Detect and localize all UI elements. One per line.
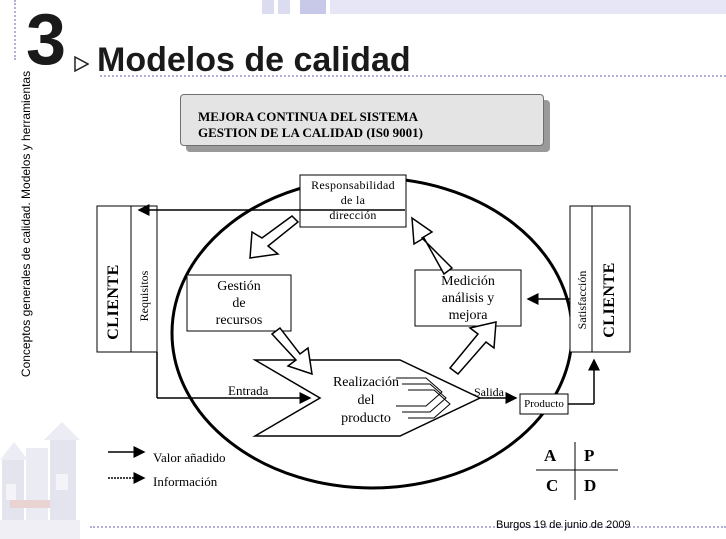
realizacion-label: Realización del producto bbox=[332, 375, 400, 426]
producto-label: Producto bbox=[524, 398, 564, 410]
corner-block-2 bbox=[278, 0, 290, 14]
arrow-resp-to-gestion bbox=[249, 215, 300, 259]
play-triangle-icon bbox=[74, 56, 89, 72]
header-dotted-rule bbox=[100, 75, 726, 77]
footer-date: Burgos 19 de junio de 2009 bbox=[496, 519, 631, 531]
realizacion-chevron bbox=[252, 359, 482, 437]
legend-informacion-label: Información bbox=[153, 474, 218, 489]
title-box bbox=[180, 94, 544, 146]
entrada-label: Entrada bbox=[228, 383, 269, 398]
responsabilidad-label: Responsabilidad de la dirección bbox=[311, 178, 395, 222]
building-logo-image bbox=[0, 422, 80, 539]
footer-dotted-rule bbox=[90, 526, 726, 528]
corner-block-3 bbox=[300, 0, 326, 14]
left-dotted-rule bbox=[14, 0, 16, 60]
title-line-2: GESTION DE LA CALIDAD (IS0 9001) bbox=[198, 125, 424, 140]
corner-block-1 bbox=[262, 0, 274, 14]
satisfaccion-label: Satisfacción bbox=[575, 270, 589, 330]
page-title: Modelos de calidad bbox=[97, 41, 411, 79]
section-number: 3 bbox=[26, 0, 67, 80]
medicion-label: Medición análisis y mejora bbox=[441, 274, 495, 323]
salida-label: Salida bbox=[474, 385, 504, 399]
client-right-box bbox=[569, 205, 631, 353]
title-line-1: MEJORA CONTINUA DEL SISTEMA bbox=[198, 109, 418, 124]
legend-valor-label: Valor añadido bbox=[153, 450, 226, 465]
requisitos-label: Requisitos bbox=[137, 270, 151, 322]
medicion-box bbox=[414, 269, 522, 327]
cliente-left-label: CLIENTE bbox=[105, 264, 122, 340]
arrow-realizacion-to-medicion bbox=[448, 321, 497, 376]
pdca-a: A bbox=[544, 446, 557, 465]
gestion-label: Gestión de recursos bbox=[215, 279, 263, 328]
cliente-right-label: CLIENTE bbox=[601, 262, 618, 338]
client-left-box bbox=[96, 205, 158, 353]
gestion-box bbox=[186, 274, 292, 332]
responsabilidad-box bbox=[299, 174, 407, 228]
pdca-d: D bbox=[584, 476, 597, 495]
arrow-medicion-to-resp bbox=[411, 216, 454, 276]
pdca-c: C bbox=[546, 476, 559, 495]
arrow-gestion-to-realizacion bbox=[270, 326, 313, 376]
header-lavender-band bbox=[330, 0, 726, 14]
pdca-p: P bbox=[584, 446, 595, 465]
